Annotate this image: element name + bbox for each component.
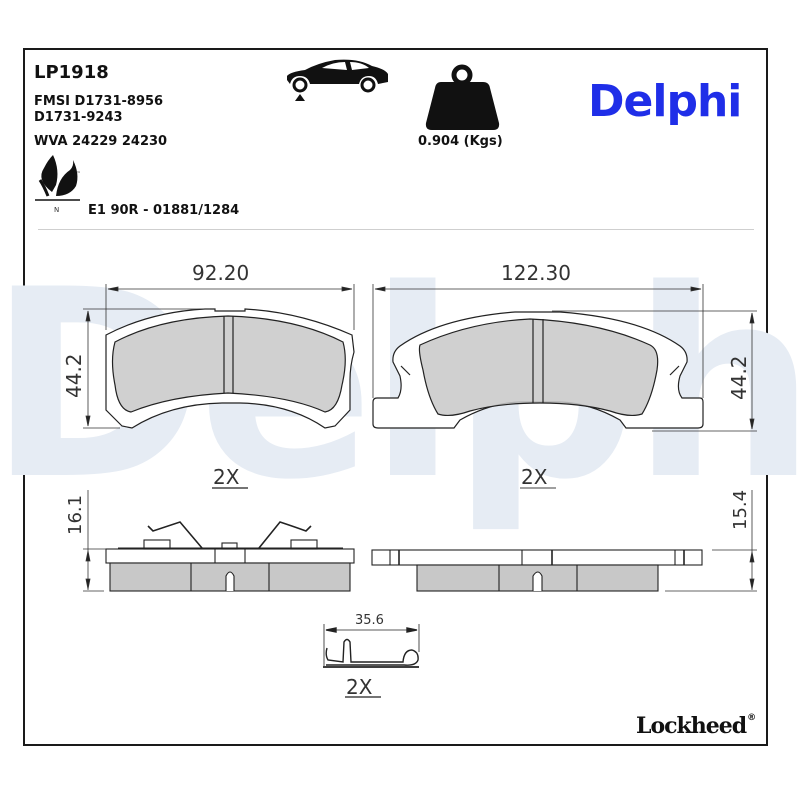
svg-text:™: ™ bbox=[76, 171, 81, 177]
part-number: LP1918 bbox=[34, 62, 109, 83]
dimension-right-width bbox=[372, 284, 704, 398]
dimension-right-thickness bbox=[665, 490, 757, 592]
right-width-label: 122.30 bbox=[501, 261, 571, 285]
left-height-label: 44.2 bbox=[62, 353, 86, 398]
weight-icon bbox=[425, 64, 500, 130]
dimension-left-width bbox=[105, 284, 355, 330]
pad-left-side-view bbox=[105, 521, 355, 592]
dimension-right-height bbox=[552, 310, 757, 432]
brand-logo: Delphi bbox=[588, 76, 742, 127]
ece-approval: E1 90R - 01881/1284 bbox=[88, 203, 240, 218]
dimension-left-height bbox=[83, 308, 210, 429]
pad-left-top-view bbox=[105, 308, 355, 429]
header-divider bbox=[38, 229, 754, 230]
pad-right-top-view bbox=[372, 311, 704, 429]
pad-right-side-view bbox=[371, 549, 703, 592]
eco-leaf-icon: N ™ bbox=[35, 155, 81, 214]
wva-codes: WVA 24229 24230 bbox=[34, 134, 168, 149]
svg-text:N: N bbox=[54, 206, 59, 214]
footer-brand-logo: Lockheed® bbox=[636, 713, 756, 739]
right-thickness-label: 15.4 bbox=[730, 490, 751, 530]
dimension-left-thickness bbox=[83, 490, 106, 592]
fmsi-code-1: FMSI D1731-8956 bbox=[34, 94, 164, 109]
fmsi-code-2: D1731-9243 bbox=[34, 110, 123, 125]
left-width-label: 92.20 bbox=[192, 261, 249, 285]
car-front-axle-icon bbox=[287, 59, 388, 101]
clip-drawing bbox=[323, 624, 420, 668]
clip-width-label: 35.6 bbox=[355, 613, 384, 628]
right-height-label: 44.2 bbox=[727, 355, 751, 400]
right-quantity-label: 2X bbox=[521, 465, 548, 489]
left-thickness-label: 16.1 bbox=[65, 495, 86, 535]
left-quantity-label: 2X bbox=[213, 465, 240, 489]
clip-quantity-label: 2X bbox=[346, 675, 373, 699]
footer-brand-text: Lockheed bbox=[636, 713, 747, 739]
registered-mark: ® bbox=[747, 713, 756, 723]
weight-value: 0.904 (Kgs) bbox=[418, 134, 503, 149]
